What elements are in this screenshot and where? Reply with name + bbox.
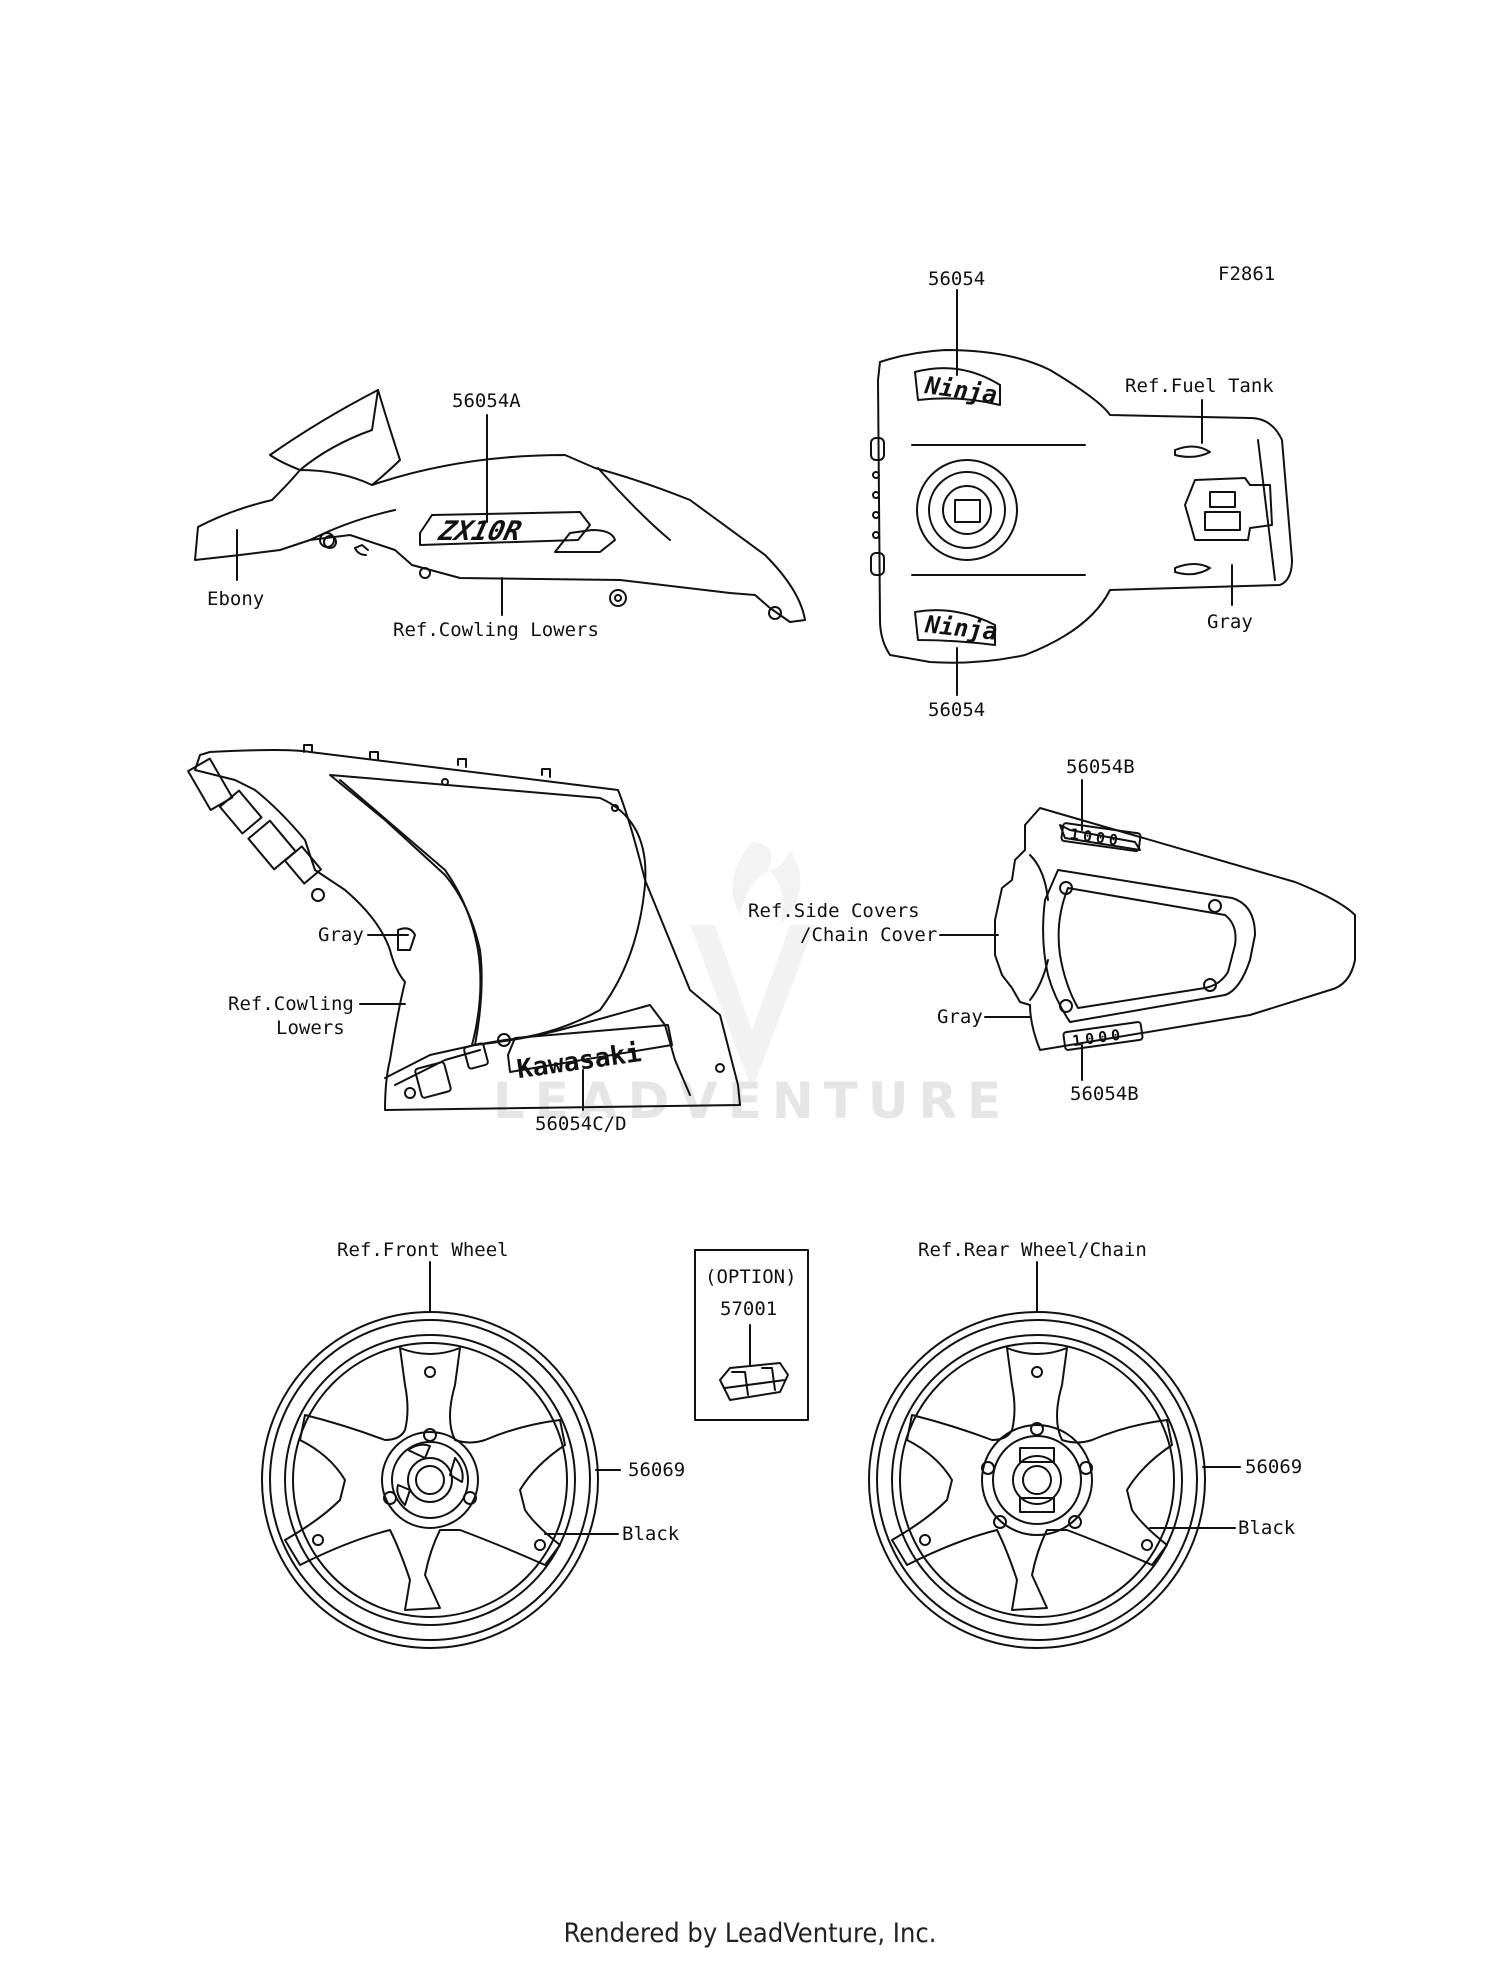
seat-cowl xyxy=(994,807,1356,1051)
label-56054CD: 56054C/D xyxy=(535,1113,627,1135)
watermark-text: LEADVENTURE xyxy=(493,1072,1011,1130)
front-wheel xyxy=(261,1311,599,1649)
label-ref-side-covers-l2: /Chain Cover xyxy=(800,924,937,946)
label-gray-tank: Gray xyxy=(1207,611,1253,633)
label-ref-rear-wheel: Ref.Rear Wheel/Chain xyxy=(918,1239,1147,1261)
numeral-1000-decal-top-text: 1000 xyxy=(1069,825,1123,850)
ninja-decal-top-text: Ninja xyxy=(922,371,998,409)
label-ebony: Ebony xyxy=(207,588,264,610)
numeral-1000-decal-top: 1000 xyxy=(1059,822,1142,853)
label-black-rear: Black xyxy=(1238,1517,1296,1539)
label-56069-front: 56069 xyxy=(628,1459,685,1481)
numeral-1000-decal-bottom-text: 1000 xyxy=(1071,1025,1125,1050)
ninja-decal-bottom: Ninja xyxy=(914,609,999,646)
label-gray-cowl: Gray xyxy=(318,924,364,946)
label-56069-rear: 56069 xyxy=(1245,1456,1302,1478)
zx10r-decal-text: ZX10R xyxy=(435,516,525,547)
label-56054A: 56054A xyxy=(452,390,521,412)
zx10r-decal: ZX10R xyxy=(419,511,616,553)
label-ref-cowling-lowers-top: Ref.Cowling Lowers xyxy=(393,619,599,641)
footer-credit: Rendered by LeadVenture, Inc. xyxy=(563,1918,937,1949)
label-ref-cowling-l2: Lowers xyxy=(276,1017,345,1039)
label-56054B-bottom: 56054B xyxy=(1070,1083,1139,1105)
leadventure-watermark: LEADVENTURE xyxy=(493,842,1011,1130)
label-ref-fuel-tank: Ref.Fuel Tank xyxy=(1125,375,1274,397)
numeral-1000-decal-bottom: 1000 xyxy=(1062,1021,1144,1051)
option-box-title: (OPTION) xyxy=(705,1266,797,1288)
upper-cowl-panel xyxy=(194,389,806,623)
option-box-part: 57001 xyxy=(720,1298,777,1320)
label-ref-cowling-l1: Ref.Cowling xyxy=(228,993,354,1015)
clip-part-57001 xyxy=(719,1362,789,1401)
side-cowling xyxy=(187,744,741,1111)
label-56054-top: 56054 xyxy=(928,268,985,290)
label-ref-side-covers-l1: Ref.Side Covers xyxy=(748,900,920,922)
figure-code: F2861 xyxy=(1218,263,1275,285)
label-gray-seat: Gray xyxy=(937,1006,983,1028)
fuel-tank xyxy=(870,349,1293,664)
label-black-front: Black xyxy=(622,1523,680,1545)
option-box: (OPTION) 57001 xyxy=(694,1249,809,1421)
rear-wheel xyxy=(868,1311,1206,1649)
label-ref-front-wheel: Ref.Front Wheel xyxy=(337,1239,509,1261)
label-56054B-top: 56054B xyxy=(1066,756,1135,778)
label-56054-bottom: 56054 xyxy=(928,699,985,721)
